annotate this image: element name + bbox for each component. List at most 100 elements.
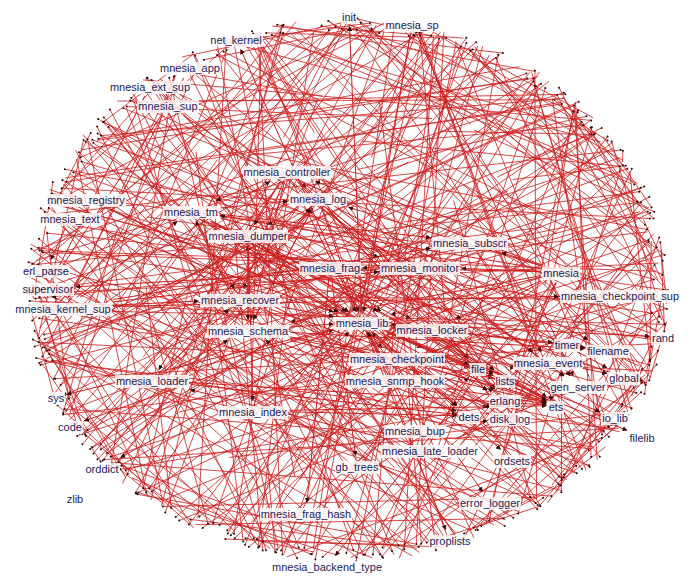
vertex-dot — [560, 491, 562, 493]
vertex-dot — [473, 527, 475, 529]
module-name: erl_parse — [22, 265, 70, 278]
module-name: filelib — [629, 432, 656, 445]
dependency-edge — [248, 246, 252, 401]
vertex-dot — [556, 94, 558, 96]
module-name: io_lib — [601, 412, 629, 425]
module-name: proplists — [429, 535, 472, 548]
dependency-line — [290, 32, 640, 379]
module-name: mnesia_log — [289, 193, 347, 206]
vertex-dot — [110, 456, 112, 458]
vertex-dot — [588, 464, 590, 466]
dependency-line — [48, 202, 650, 365]
vertex-dot — [644, 382, 646, 384]
vertex-dot — [219, 524, 221, 526]
vertex-dot — [420, 542, 422, 544]
vertex-dot — [296, 557, 298, 559]
vertex-dot — [651, 207, 653, 209]
dependency-edge — [373, 333, 500, 450]
dependency-line — [199, 441, 302, 517]
module-name: mnesia_checkpoint_sup — [560, 290, 680, 303]
dependency-line — [85, 50, 473, 431]
module-name: sys — [47, 392, 66, 405]
vertex-dot — [560, 477, 562, 479]
dependency-line — [119, 36, 445, 463]
module-node: mnesia_registry — [46, 190, 126, 208]
module-name: mnesia_checkpoint — [349, 353, 445, 366]
module-name: gb_trees — [335, 461, 380, 474]
vertex-dot — [52, 181, 54, 183]
vertex-dot — [438, 38, 440, 40]
vertex-dot — [97, 118, 99, 120]
dependency-line — [76, 150, 298, 558]
vertex-dot — [283, 24, 285, 26]
module-node: disk_log — [489, 409, 531, 427]
dependency-line — [382, 234, 654, 557]
vertex-dot — [542, 497, 544, 499]
module-name: mnesia_frag — [299, 262, 362, 275]
vertex-dot — [611, 141, 613, 143]
vertex-dot — [65, 181, 67, 183]
vertex-dot — [282, 25, 284, 27]
vertex-dot — [364, 554, 366, 556]
vertex-dot — [637, 202, 639, 204]
vertex-dot — [226, 49, 228, 51]
vertex-dot — [93, 452, 95, 454]
vertex-dot — [87, 429, 89, 431]
vertex-dot — [78, 151, 80, 153]
vertex-dot — [504, 525, 506, 527]
dependency-line — [254, 153, 647, 229]
module-name: ets — [548, 401, 565, 414]
vertex-dot — [645, 384, 647, 386]
dependency-line — [643, 220, 662, 261]
vertex-dot — [162, 506, 164, 508]
vertex-dot — [534, 69, 536, 71]
dependency-line — [591, 128, 669, 295]
module-node: gb_trees — [335, 457, 380, 475]
dependency-edge — [172, 341, 228, 370]
dependency-line — [216, 49, 564, 477]
vertex-dot — [619, 165, 621, 167]
module-node: mnesia_backend_type — [271, 557, 383, 575]
dependency-edge — [53, 96, 144, 278]
vertex-dot — [356, 557, 358, 559]
module-name: mnesia_loader — [115, 375, 189, 388]
dependency-line — [630, 171, 650, 361]
vertex-dot — [276, 549, 278, 551]
vertex-dot — [38, 238, 40, 240]
vertex-dot — [227, 533, 229, 535]
vertex-dot — [226, 529, 228, 531]
vertex-dot — [46, 350, 48, 352]
dependency-line — [462, 169, 632, 544]
dependency-edge — [390, 333, 600, 412]
vertex-dot — [575, 465, 577, 467]
vertex-dot — [91, 139, 93, 141]
vertex-dot — [585, 115, 587, 117]
vertex-dot — [38, 317, 40, 319]
vertex-dot — [341, 28, 343, 30]
vertex-dot — [398, 545, 400, 547]
vertex-dot — [256, 538, 258, 540]
module-name: dets — [458, 411, 481, 424]
module-node: mnesia_kernel_sup — [14, 299, 111, 317]
vertex-dot — [282, 554, 284, 556]
vertex-dot — [593, 134, 595, 136]
vertex-dot — [322, 556, 324, 558]
dependency-line — [386, 47, 461, 297]
module-node: rand — [651, 328, 675, 346]
vertex-dot — [620, 149, 622, 151]
vertex-dot — [48, 207, 50, 209]
dependency-line — [38, 203, 635, 264]
vertex-dot — [539, 504, 541, 506]
vertex-dot — [198, 516, 200, 518]
vertex-dot — [345, 552, 347, 554]
vertex-dot — [137, 492, 139, 494]
vertex-dot — [279, 32, 281, 34]
vertex-dot — [601, 437, 603, 439]
dependency-line — [557, 95, 662, 320]
vertex-dot — [335, 26, 337, 28]
vertex-dot — [311, 553, 313, 555]
vertex-dot — [475, 41, 477, 43]
dependency-line — [142, 86, 456, 536]
vertex-dot — [92, 142, 94, 144]
